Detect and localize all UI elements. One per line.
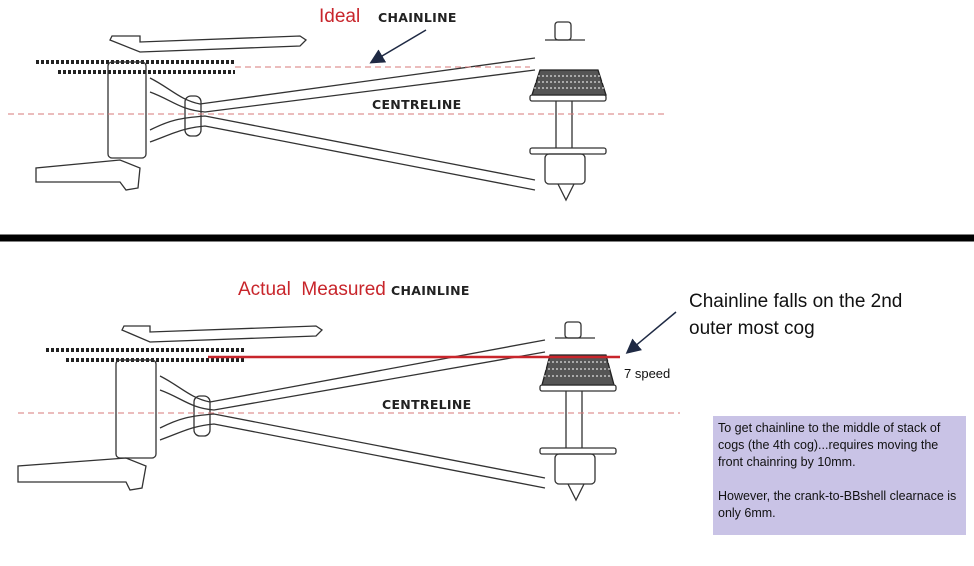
top-centreline-label: CENTRELINE bbox=[372, 97, 462, 112]
bottom-centreline-label: CENTRELINE bbox=[382, 397, 472, 412]
top-chainline-arrow bbox=[369, 29, 427, 64]
top-title: Ideal bbox=[319, 6, 361, 27]
callout-line-1: Chainline falls on the 2nd bbox=[689, 291, 903, 312]
bottom-chainrings bbox=[46, 348, 245, 362]
callout-text: Chainline falls on the 2nd outer most co… bbox=[689, 288, 902, 342]
bottom-frame-drawing bbox=[17, 321, 617, 502]
note-paragraph-1: To get chainline to the middle of stack … bbox=[718, 421, 941, 469]
speed-label: 7 speed bbox=[624, 366, 671, 381]
top-chainrings bbox=[36, 60, 235, 74]
note-box: To get chainline to the middle of stack … bbox=[713, 416, 966, 535]
callout-line-2: outer most cog bbox=[689, 318, 815, 339]
bottom-callout-arrow bbox=[625, 311, 677, 354]
top-chainline-label: CHAINLINE bbox=[378, 10, 457, 25]
top-frame-drawing bbox=[35, 21, 607, 202]
bottom-title: Actual Measured bbox=[238, 279, 386, 300]
note-paragraph-2: However, the crank-to-BBshell clearnace … bbox=[718, 489, 957, 520]
bottom-chainline-label: CHAINLINE bbox=[391, 283, 470, 298]
